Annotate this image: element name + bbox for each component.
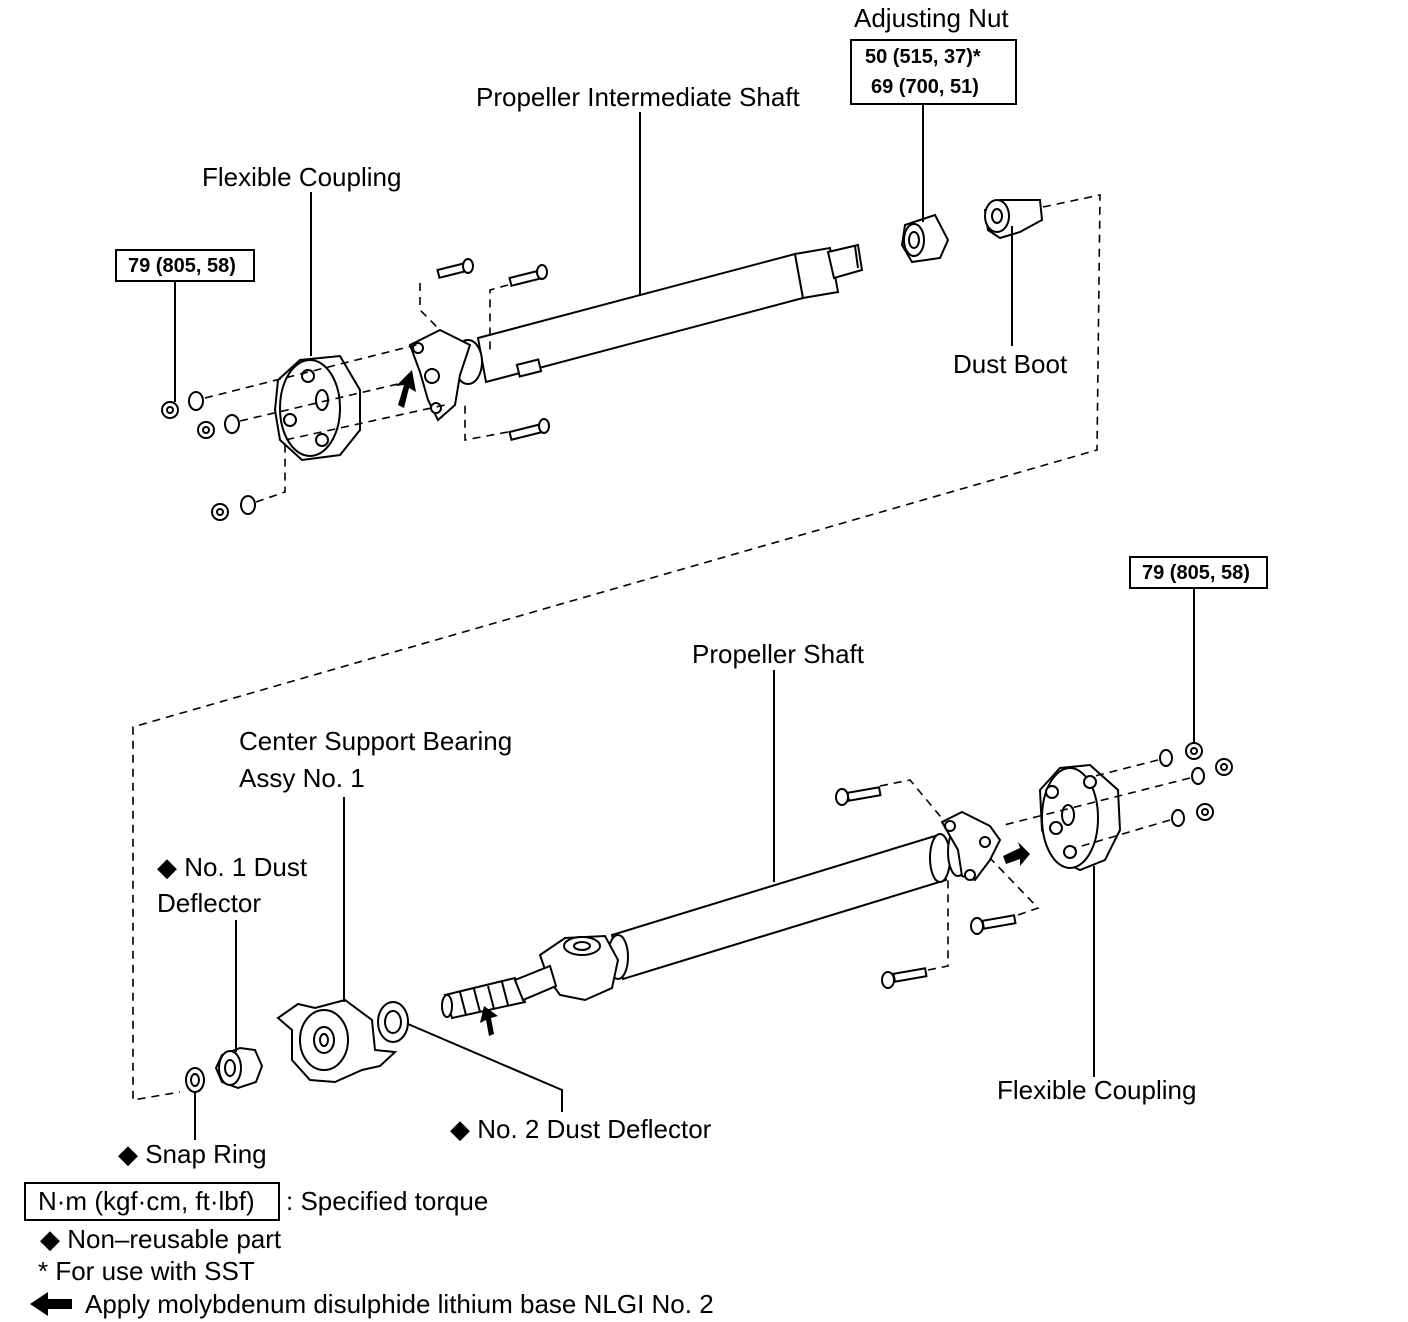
bottom-coupling-washer — [1171, 809, 1185, 827]
top-coupling-washer — [188, 391, 204, 411]
top-bolt-dashed-line — [419, 283, 441, 331]
top-flange-bolt — [436, 258, 474, 279]
label-no1-dust-deflector-line1: ◆ No. 1 Dust — [157, 852, 308, 882]
bottom-bolt-dashed-line — [927, 880, 949, 971]
top-coupling-dashed-line — [204, 343, 421, 399]
label-center-support-bearing-line1: Center Support Bearing — [239, 726, 512, 756]
legend-torque-box — [24, 1182, 280, 1221]
universal-joint-part — [538, 934, 620, 1002]
torque-adjusting-nut-line2: 69 (700, 51) — [871, 76, 979, 98]
legend-grease: Apply molybdenum disulphide lithium base… — [85, 1289, 714, 1319]
top-coupling-washer — [224, 414, 240, 434]
bottom-flange-bolt — [881, 967, 928, 989]
bottom-coupling-dashed-line — [1074, 819, 1171, 849]
label-flexible-coupling-top: Flexible Coupling — [202, 162, 401, 192]
no1-dust-deflector-part — [214, 1046, 264, 1090]
label-propeller-shaft: Propeller Shaft — [692, 639, 865, 669]
top-flange-bolt — [508, 418, 550, 441]
bottom-coupling-dashed-line — [1094, 759, 1159, 777]
legend-torque-units: N·m (kgf·cm, ft·lbf) — [38, 1186, 255, 1216]
no2-dust-deflector-part — [377, 1001, 409, 1043]
torque-coupling-bottom: 79 (805, 58) — [1142, 562, 1250, 584]
snap-ring-part — [185, 1067, 205, 1093]
top-bolt-dashed-line — [464, 400, 509, 441]
bottom-bolt-dashed-line — [879, 779, 946, 823]
top-bolt-dashed-line — [489, 284, 509, 350]
label-flexible-coupling-bottom: Flexible Coupling — [997, 1075, 1196, 1105]
torque-box-coupling-bottom — [1129, 556, 1268, 589]
adjusting-nut-part — [900, 213, 950, 264]
bottom-flexible-coupling-part — [1038, 763, 1122, 872]
dust-boot-part — [983, 199, 1044, 240]
assembly-connector-dashed-line — [132, 194, 1101, 1101]
top-yoke-flange — [408, 328, 472, 422]
bottom-bolt-dashed-line — [989, 857, 1040, 916]
top-coupling-dashed-line — [239, 379, 416, 422]
legend-non-reusable: ◆ Non–reusable part — [40, 1224, 282, 1254]
top-flange-bolt — [508, 264, 548, 287]
top-grease-arrow — [396, 370, 416, 408]
legend-torque-description: : Specified torque — [286, 1186, 488, 1216]
bottom-coupling-nut — [1185, 742, 1203, 760]
torque-box-adjusting-nut — [850, 39, 1017, 105]
legend-grease-arrow-icon — [30, 1292, 72, 1316]
bottom-yoke-flange — [940, 810, 1002, 882]
label-center-support-bearing-line2: Assy No. 1 — [239, 763, 365, 793]
bottom-shaft-grease-arrow — [480, 1006, 498, 1036]
bottom-flange-grease-arrow — [1003, 842, 1030, 866]
propeller-shaft-part — [607, 827, 969, 981]
label-snap-ring: ◆ Snap Ring — [118, 1139, 267, 1169]
bottom-flange-bolt — [970, 914, 1017, 935]
bottom-coupling-dashed-line — [999, 777, 1191, 827]
label-no2-dust-deflector: ◆ No. 2 Dust Deflector — [450, 1114, 712, 1144]
top-coupling-nut — [161, 401, 179, 419]
top-coupling-washer — [240, 495, 256, 515]
top-flexible-coupling-part — [273, 354, 361, 462]
bottom-coupling-nut — [1196, 803, 1214, 821]
splined-stub-shaft-part — [441, 964, 558, 1020]
center-support-bearing-part — [276, 998, 398, 1084]
bottom-coupling-nut — [1215, 758, 1233, 776]
label-no1-dust-deflector-line2: Deflector — [157, 888, 261, 918]
bottom-flange-bolt — [835, 786, 882, 806]
top-coupling-dashed-line — [255, 404, 446, 503]
torque-box-coupling-top — [115, 249, 255, 282]
bottom-coupling-washer — [1191, 767, 1205, 785]
leader-line-no2-dust-deflector — [407, 1023, 563, 1112]
top-coupling-nut — [197, 421, 215, 439]
bottom-coupling-washer — [1159, 749, 1173, 767]
legend-sst: * For use with SST — [38, 1256, 255, 1286]
label-dust-boot: Dust Boot — [953, 349, 1068, 379]
label-adjusting-nut: Adjusting Nut — [854, 3, 1009, 33]
propeller-intermediate-shaft-part — [453, 243, 864, 385]
label-propeller-intermediate-shaft: Propeller Intermediate Shaft — [476, 82, 801, 112]
top-coupling-nut — [211, 503, 229, 521]
torque-adjusting-nut-line1: 50 (515, 37)* — [865, 46, 981, 68]
torque-coupling-top: 79 (805, 58) — [128, 255, 236, 277]
